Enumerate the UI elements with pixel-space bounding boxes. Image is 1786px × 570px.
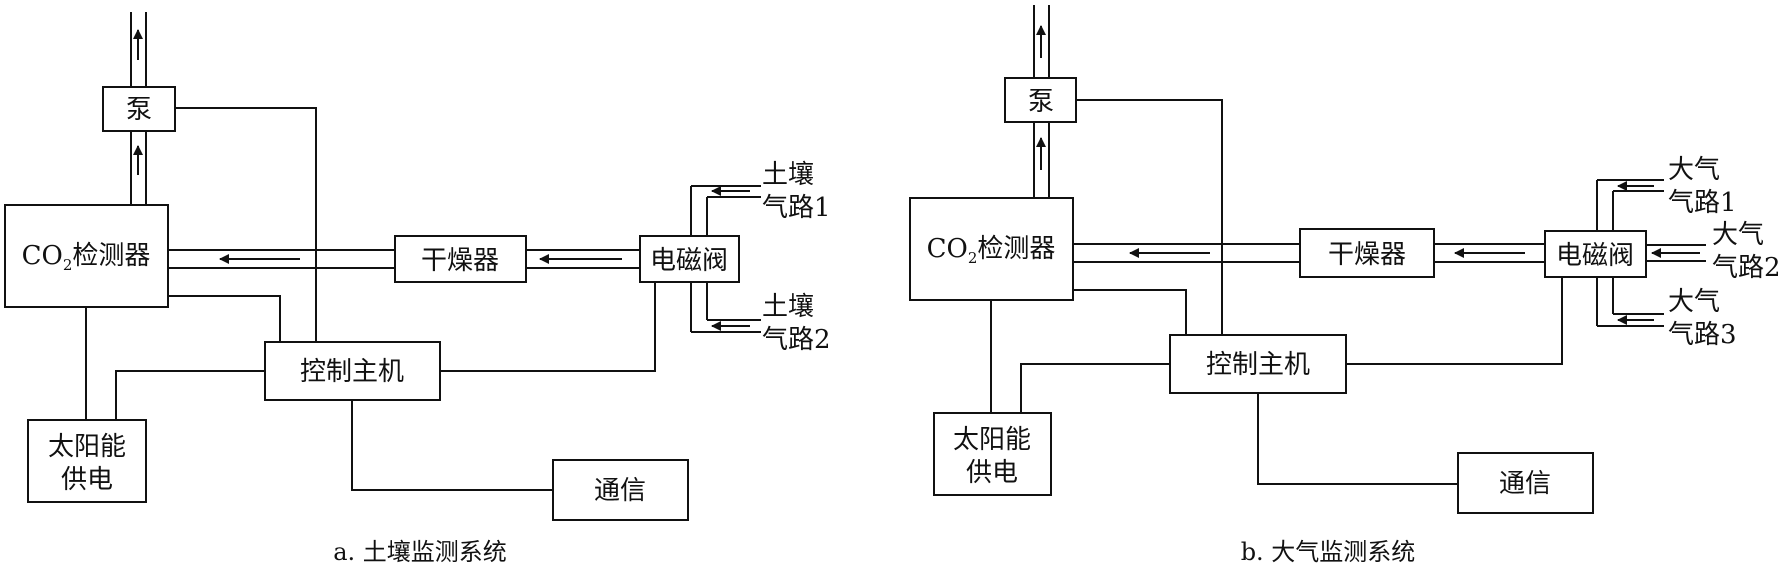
detector-dryer-pipe-b [1073,243,1300,263]
solar-power-label-line2-b: 供电 [966,458,1018,488]
control-wires-b [990,99,1563,485]
communication-box-b [1457,452,1594,514]
soil-inlet-2-label-line2: 气路2 [762,325,831,355]
solenoid-valve-label: 电磁阀 [650,246,728,276]
soil-inlet-1-pipe [690,185,761,236]
controller-box [264,341,441,401]
solar-power-label-line1-b: 太阳能 [953,425,1031,455]
communication-box [552,459,689,521]
pump-outlet-pipe-b [1033,5,1050,90]
atmos-inlet-2-pipe [1646,244,1706,262]
dryer-box-b [1299,228,1435,278]
dryer-valve-pipe [526,249,640,269]
control-wires [85,107,656,491]
pump-outlet-pipe [130,12,147,96]
controller-label-b: 控制主机 [1206,350,1310,380]
controller-label: 控制主机 [300,357,404,387]
dryer-box [394,235,527,283]
co2-detector-box [4,204,169,308]
dryer-valve-pipe-b [1434,243,1545,263]
atmos-inlet-1-pipe [1596,179,1664,231]
soil-inlet-1-label-line2: 气路1 [762,193,831,223]
soil-inlet-2-label-line1: 土壤 [762,292,814,322]
pump-label-b: 泵 [1028,87,1054,117]
solar-power-box-b [933,412,1052,496]
detector-dryer-pipe [168,249,395,269]
solar-power-label-line1: 太阳能 [48,432,126,462]
dryer-label-b: 干燥器 [1328,240,1406,270]
diagram-soil-monitoring: 泵 CO2检测器 干燥器 电磁阀 土壤 气路 [4,12,831,566]
co2-detector-label: CO2检测器 [22,241,151,274]
solenoid-valve-box-b [1544,230,1647,278]
communication-label-b: 通信 [1499,469,1551,499]
pump-label: 泵 [126,95,152,125]
diagram-atmosphere-monitoring: 泵 CO2检测器 干燥器 电磁阀 大气 气路 [909,5,1781,566]
solenoid-valve-box [639,235,740,283]
co2-detector-label-b: CO2检测器 [927,234,1056,267]
solar-power-label-line2: 供电 [61,465,113,495]
soil-inlet-2-pipe [690,282,761,333]
detector-pump-pipe [130,130,147,205]
pump-box-b [1004,77,1077,123]
atmos-inlet-3-label-line1: 大气 [1668,287,1720,317]
caption-a: a. 土壤监测系统 [333,538,507,566]
soil-inlet-1-label-line1: 土壤 [762,160,814,190]
atmos-inlet-2-label-line1: 大气 [1712,220,1764,250]
atmos-inlet-1-label-line2: 气路1 [1668,188,1737,218]
atmos-inlet-2-label-line2: 气路2 [1712,253,1781,283]
solenoid-valve-label-b: 电磁阀 [1556,241,1634,271]
atmos-inlet-3-pipe [1596,277,1664,327]
pump-box [102,86,176,132]
caption-b: b. 大气监测系统 [1241,538,1416,566]
co2-detector-box-b [909,197,1074,301]
detector-pump-pipe-b [1033,122,1050,198]
atmos-inlet-3-label-line2: 气路3 [1668,320,1737,350]
communication-label: 通信 [594,476,646,506]
atmos-inlet-1-label-line1: 大气 [1668,155,1720,185]
solar-power-box [27,419,147,503]
dryer-label: 干燥器 [421,246,499,276]
